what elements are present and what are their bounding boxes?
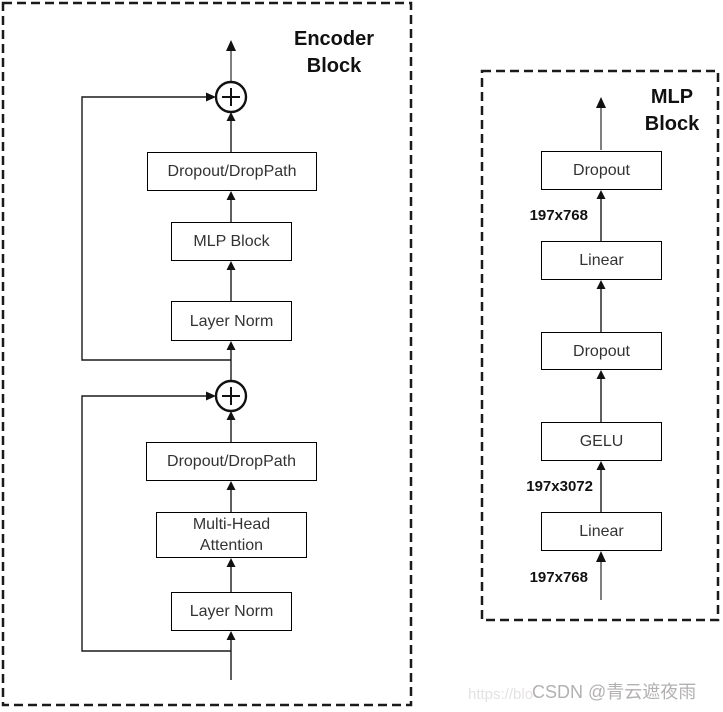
watermark-credit: CSDN @青云遮夜雨: [532, 682, 697, 702]
arrowhead-icon: [226, 558, 236, 567]
dim-label-input: 197x768: [529, 569, 588, 586]
arrowhead-icon: [596, 370, 606, 379]
node-label: Multi-Head Attention: [192, 516, 271, 554]
node-label: Dropout/DropPath: [167, 163, 297, 180]
dim-label-output: 197x768: [529, 207, 588, 224]
node-label: Layer Norm: [189, 312, 274, 330]
mlp-block-border: [480, 69, 720, 622]
node-label: Linear: [579, 523, 624, 540]
add-icon: [214, 379, 248, 413]
node-dropout-droppath-upper: Dropout/DropPath: [147, 152, 317, 191]
arrowhead-icon: [226, 481, 236, 490]
node-layer-norm-upper: Layer Norm: [171, 301, 292, 341]
encoder-skip-lower-arrowhead-icon: [206, 391, 216, 401]
mlp-input-arrowhead-icon: [596, 551, 606, 562]
dim-label-hidden: 197x3072: [526, 478, 593, 495]
node-label: GELU: [579, 433, 624, 450]
node-label: Dropout/DropPath: [167, 453, 296, 470]
encoder-input-arrowhead-icon: [226, 631, 236, 640]
watermark-url: https://blo: [468, 686, 534, 703]
node-layer-norm-lower: Layer Norm: [171, 592, 292, 631]
node-dropout-droppath-lower: Dropout/DropPath: [146, 442, 317, 481]
node-mlp-linear-top: Linear: [541, 241, 662, 280]
arrowhead-icon: [596, 280, 606, 289]
mlp-block-title: MLP Block: [644, 86, 700, 135]
node-mlp-block: MLP Block: [171, 222, 292, 261]
encoder-skip-connection-upper: [81, 96, 231, 361]
node-label: MLP Block: [193, 233, 270, 250]
node-multi-head-attention: Multi-Head Attention: [156, 512, 307, 558]
node-label: Layer Norm: [189, 603, 274, 620]
arrowhead-icon: [226, 341, 236, 350]
arrowhead-icon: [226, 261, 236, 270]
encoder-block-title: Encoder Block: [293, 28, 375, 77]
node-label: Dropout: [573, 342, 630, 360]
arrowhead-icon: [596, 461, 606, 470]
arrowhead-icon: [226, 112, 236, 121]
arrowhead-icon: [226, 191, 236, 200]
encoder-skip-upper-arrowhead-icon: [206, 92, 216, 102]
encoder-output-arrowhead-icon: [226, 40, 236, 51]
node-mlp-dropout-mid: Dropout: [541, 332, 662, 370]
node-mlp-dropout-top: Dropout: [541, 151, 662, 190]
node-label: Dropout: [573, 162, 630, 179]
encoder-block-border: [1, 1, 413, 707]
node-mlp-gelu: GELU: [541, 422, 662, 461]
add-icon: [214, 80, 248, 114]
arrowhead-icon: [596, 190, 606, 199]
mlp-output-arrowhead-icon: [596, 97, 606, 108]
arrowhead-icon: [226, 411, 236, 420]
node-mlp-linear-bottom: Linear: [541, 512, 662, 551]
node-label: Linear: [579, 252, 624, 269]
encoder-skip-connection-lower: [81, 395, 231, 652]
